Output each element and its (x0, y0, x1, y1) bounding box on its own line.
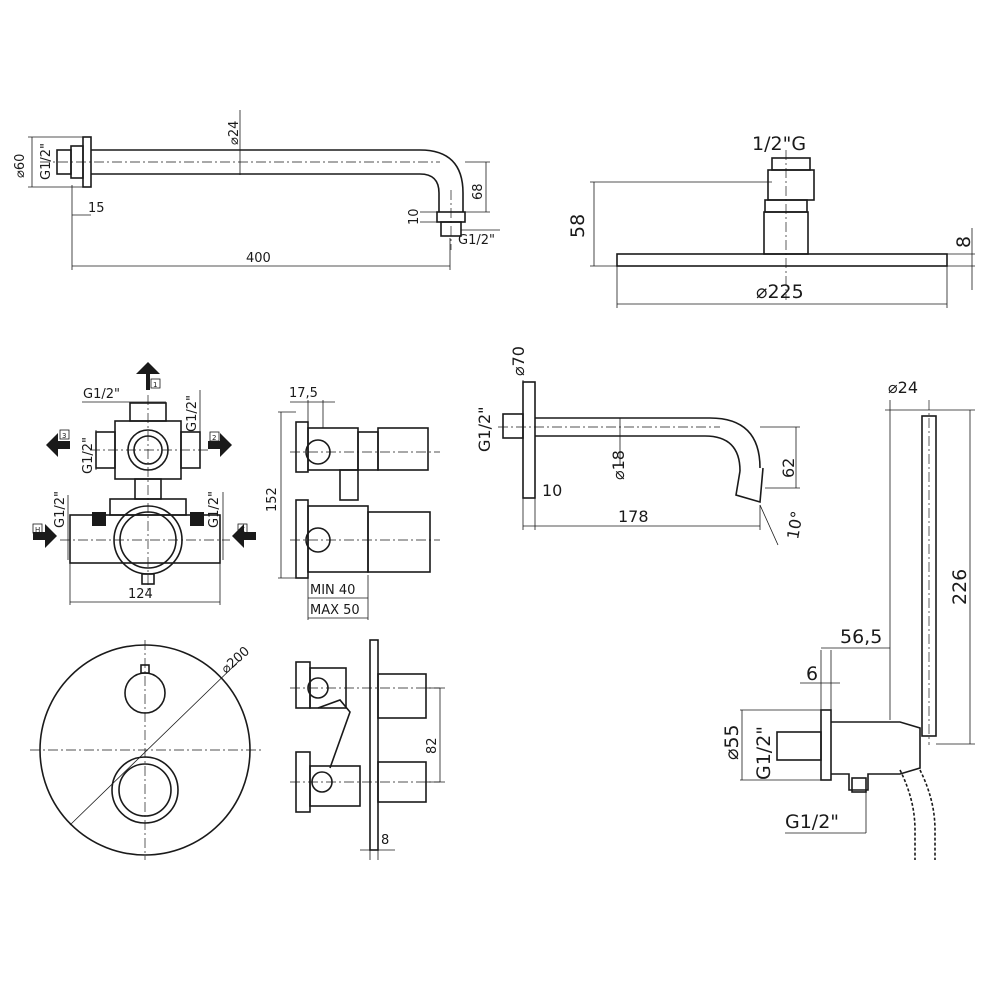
thread-right-top-label: G1/2" (185, 395, 200, 432)
height-label: 152 (265, 487, 280, 512)
thread-right-bottom-label: G1/2" (207, 491, 222, 528)
trim-plate-front-drawing: ⌀200 (30, 640, 262, 860)
thread-left-top-label: G1/2" (81, 437, 96, 474)
diameter-label: ⌀200 (219, 644, 253, 677)
offset-label: 15 (88, 201, 105, 216)
port-cold-label: C (240, 526, 245, 534)
port-3-label: 3 (62, 432, 66, 440)
height-label: 58 (567, 214, 589, 238)
length-label: 400 (246, 251, 271, 266)
thread-right-label: G1/2" (458, 233, 495, 248)
flange-dia-label: ⌀55 (721, 724, 743, 760)
pipe-dia-label: ⌀24 (888, 378, 918, 397)
drop-label: 68 (471, 183, 486, 200)
end-len-label: 10 (407, 208, 422, 225)
port-1-label: 1 (153, 381, 157, 389)
depth-label: 56,5 (840, 626, 882, 648)
port-hot-label: H (35, 526, 40, 534)
pipe-dia-label: ⌀24 (227, 121, 242, 145)
spout-drawing: ⌀70 G1/2" ⌀18 10 178 62 10° (475, 346, 807, 546)
max-depth-label: MAX 50 (310, 603, 360, 618)
drop-label: 62 (779, 458, 798, 478)
flange-dia-label: ⌀60 (13, 154, 28, 178)
valve-front-drawing: G1/2" G1/2" G1/2" G1/2" G1/2" 124 1 2 3 … (32, 362, 256, 605)
shower-head-drawing: 1/2"G 58 8 ⌀225 (567, 133, 975, 308)
plate-label: 6 (806, 663, 818, 685)
min-depth-label: MIN 40 (310, 583, 355, 598)
thread-label: 1/2"G (752, 133, 806, 155)
thickness-label: 8 (381, 833, 389, 848)
valve-side-drawing: 17,5 152 MIN 40 MAX 50 (265, 386, 440, 620)
flange-dia-label: ⌀70 (509, 346, 528, 376)
thread-in-label: G1/2" (753, 726, 775, 780)
angle-label: 10° (783, 509, 807, 540)
thread-left-label: G1/2" (39, 143, 54, 180)
port-2-label: 2 (212, 434, 216, 442)
thread-top-label: G1/2" (83, 387, 120, 402)
thread-out-label: G1/2" (785, 811, 839, 833)
hand-shower-drawing: ⌀24 226 56,5 6 ⌀55 G1/2" G1/2" (721, 378, 975, 860)
shower-arm-drawing: ⌀60 G1/2" ⌀24 15 68 10 G1/2" 400 (13, 110, 500, 270)
height-label: 82 (425, 737, 440, 754)
thickness-label: 8 (953, 236, 975, 248)
diameter-label: ⌀225 (756, 281, 804, 303)
offset-label: 10 (542, 481, 562, 500)
pipe-dia-label: ⌀18 (609, 450, 628, 480)
thread-label: G1/2" (475, 406, 494, 452)
trim-plate-side-drawing: 82 8 (290, 639, 445, 860)
width-label: 124 (128, 587, 153, 602)
top-offset-label: 17,5 (289, 386, 318, 401)
length-label: 226 (949, 569, 971, 605)
thread-left-bottom-label: G1/2" (53, 491, 68, 528)
length-label: 178 (618, 507, 649, 526)
